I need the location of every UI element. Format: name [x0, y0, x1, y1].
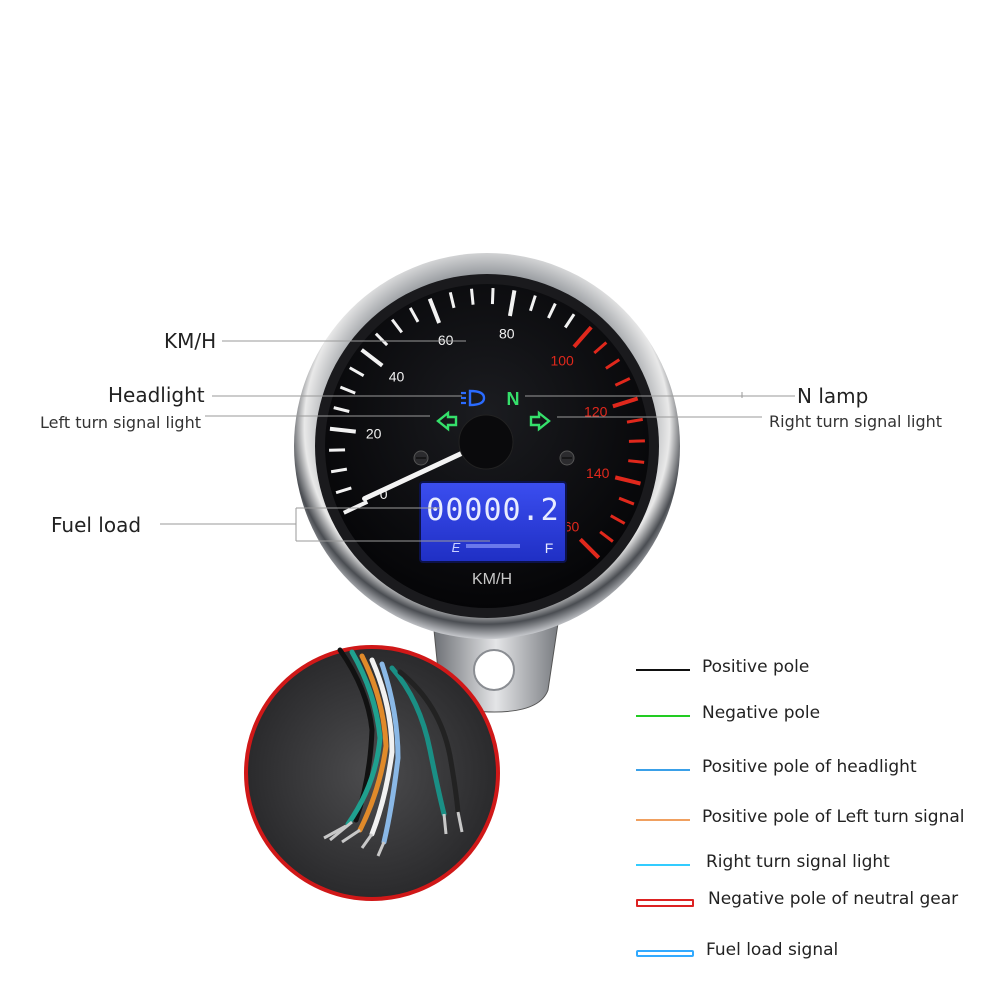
tick-mark [348, 366, 365, 377]
tick-mark [628, 439, 645, 443]
tick-label: 20 [366, 426, 382, 442]
tick-label: 100 [550, 352, 574, 368]
headlight-indicator-icon [461, 389, 486, 407]
tick-mark [342, 499, 369, 515]
odometer-readout: 00000.2 [426, 493, 559, 528]
tick-mark [330, 467, 348, 474]
legend-label: Positive pole [702, 657, 810, 677]
needle-hub [458, 414, 514, 470]
tick-mark [599, 530, 614, 543]
tick-marks [329, 288, 645, 560]
tick-label: 0 [380, 486, 388, 502]
fuel-empty-label: E [452, 540, 461, 555]
tick-mark [390, 318, 403, 334]
legend-label: Positive pole of Left turn signal [702, 807, 965, 827]
tick-mark [470, 288, 475, 305]
wiring-inset [244, 645, 500, 901]
legend-swatch [636, 715, 690, 717]
tick-label: 120 [584, 404, 608, 420]
fuel-level-bar [466, 544, 520, 548]
tick-mark [427, 298, 442, 324]
tick-mark [612, 396, 639, 409]
legend-label: Negative pole [702, 703, 821, 723]
legend-swatch [636, 819, 690, 821]
tick-mark [605, 358, 621, 370]
legend-swatch [636, 899, 694, 907]
tick-mark [339, 385, 356, 395]
tick-mark [610, 514, 626, 525]
tick-mark [578, 537, 601, 560]
callout-left-turn-signal: Left turn signal light [40, 413, 201, 432]
callout-kmh: KM/H [164, 329, 217, 353]
tick-mark [614, 377, 631, 387]
legend-swatch [636, 669, 690, 671]
tick-mark [329, 426, 357, 434]
legend-label: Fuel load signal [706, 940, 839, 960]
tick-mark [626, 417, 643, 424]
tick-mark [628, 459, 645, 464]
legend-label: Negative pole of neutral gear [708, 889, 959, 909]
unit-label: KM/H [472, 571, 512, 588]
tick-mark [408, 307, 420, 323]
tick-mark [360, 348, 384, 368]
callout-lines [160, 340, 795, 542]
tick-mark [593, 341, 608, 355]
fuel-full-label: F [545, 540, 554, 556]
tick-mark [507, 290, 517, 317]
tick-mark [572, 325, 593, 349]
tick-mark [490, 288, 495, 305]
tick-mark [529, 295, 537, 312]
callout-headlight: Headlight [108, 383, 205, 407]
tick-mark [374, 332, 389, 347]
callout-n-lamp: N lamp [797, 384, 869, 408]
legend-label: Right turn signal light [706, 852, 890, 872]
callout-fuel-load: Fuel load [51, 513, 142, 537]
tick-label: 60 [438, 332, 454, 348]
right-turn-indicator-icon [529, 410, 551, 432]
tick-label: 40 [389, 369, 405, 385]
tick-mark [547, 302, 557, 319]
tick-mark [335, 486, 352, 495]
left-turn-indicator-icon [436, 410, 458, 432]
callout-right-turn-signal: Right turn signal light [769, 412, 943, 431]
tick-label: 140 [586, 465, 610, 481]
legend-swatch [636, 864, 690, 866]
neutral-indicator: N [507, 389, 520, 409]
legend-label: Positive pole of headlight [702, 757, 917, 777]
legend-swatch [636, 769, 690, 771]
legend-swatch [636, 950, 694, 957]
tick-mark [333, 406, 350, 413]
tick-mark [618, 496, 635, 506]
lcd-display: 00000.2 E F [419, 481, 567, 563]
tick-mark [448, 291, 456, 309]
tick-mark [563, 313, 576, 329]
tick-label: 80 [499, 326, 515, 342]
tick-mark [614, 475, 641, 486]
